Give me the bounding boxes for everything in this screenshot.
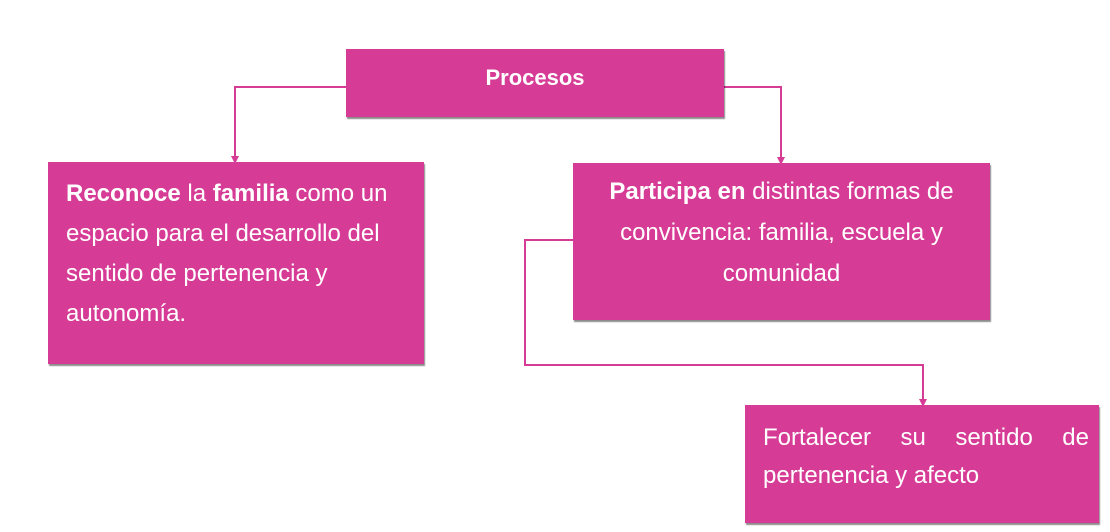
procesos-label: Procesos <box>485 65 585 90</box>
fortalecer-node: Fortalecer su sentido de pertenencia y a… <box>745 405 1099 523</box>
connector-procesos-to-reconoce <box>231 86 346 164</box>
reconoce-bold-familia: familia <box>212 180 289 207</box>
participa-text: distintas formas de convivencia: familia… <box>620 178 954 287</box>
reconoce-node: Reconoce la familia como un espacio para… <box>48 162 424 364</box>
reconoce-text-a: la <box>180 180 213 207</box>
fortalecer-text: Fortalecer su sentido de pertenencia y a… <box>763 424 1089 489</box>
procesos-node: Procesos <box>346 49 724 117</box>
connector-procesos-to-participa <box>724 86 785 165</box>
reconoce-text-b: como un espacio para el desarrollo del s… <box>66 180 388 327</box>
participa-bold-verb: Participa en <box>609 178 746 205</box>
reconoce-bold-verb: Reconoce <box>66 180 181 207</box>
connector-participa-to-fortalecer <box>524 239 927 407</box>
participa-node: Participa en distintas formas de convive… <box>573 163 990 320</box>
